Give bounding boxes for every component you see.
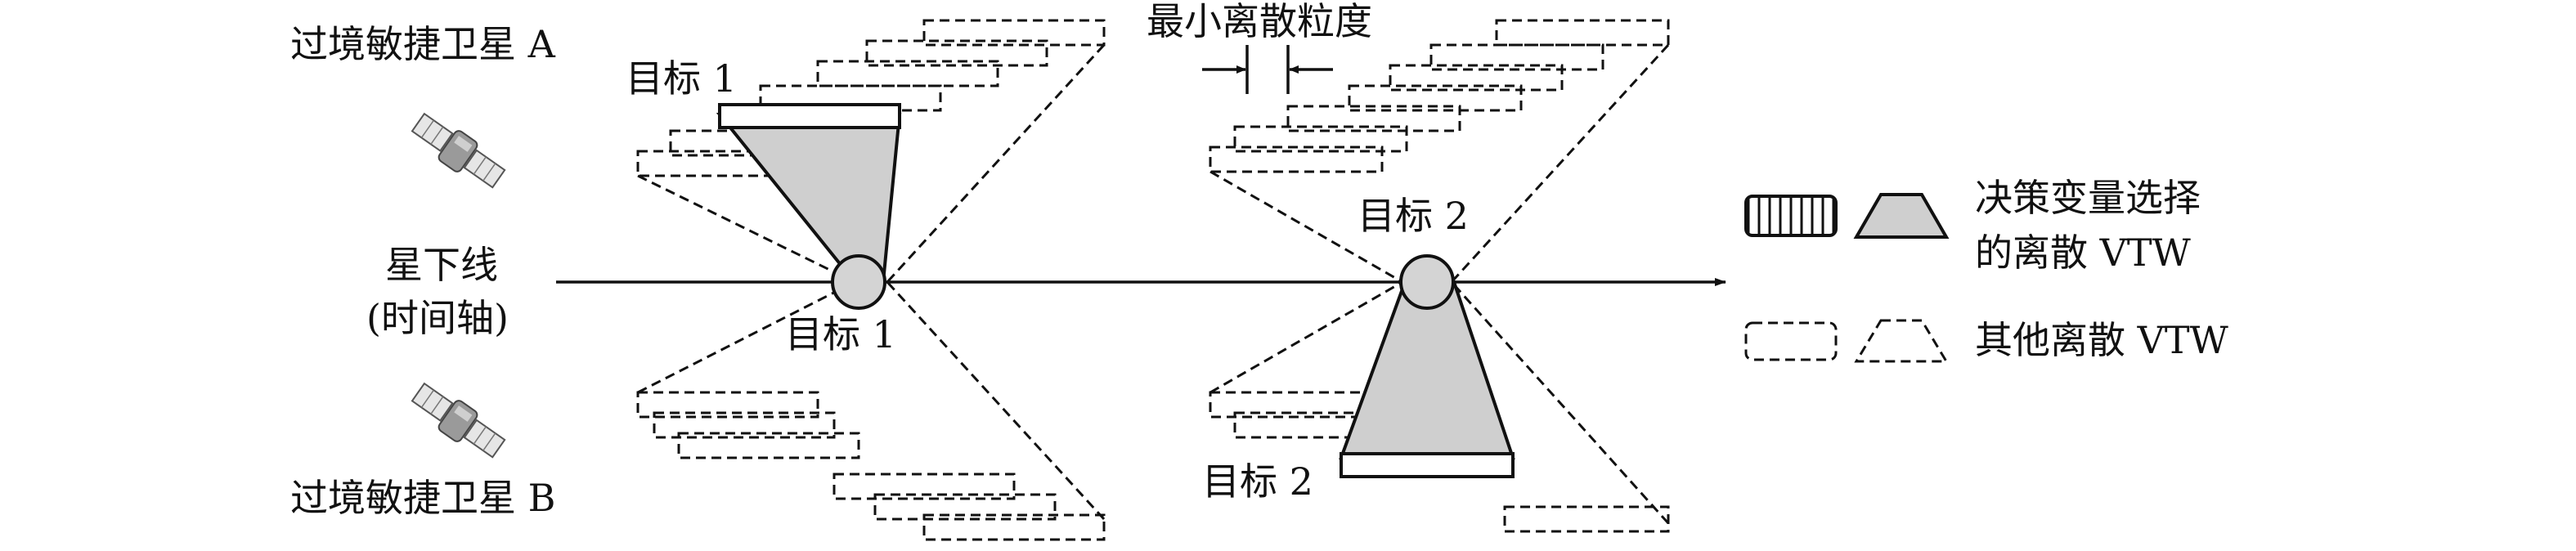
target2-upper-cone-lines	[1209, 43, 1670, 284]
target1-selected-vtw-bar	[718, 103, 901, 129]
dashed-vtw	[1348, 84, 1523, 112]
satellite-a-icon	[411, 112, 506, 189]
target1-axis-label: 目标 1	[785, 312, 896, 356]
granularity-marker	[1202, 45, 1333, 94]
legend-selected-bar-swatch	[1744, 195, 1838, 237]
dashed-vtw	[1495, 19, 1670, 47]
legend-selected-line1: 决策变量选择	[1975, 176, 2201, 220]
target2-upper-windows	[1209, 19, 1670, 173]
satellite-b-label: 过境敏捷卫星 B	[290, 476, 555, 520]
dashed-vtw	[677, 432, 860, 459]
dashed-vtw	[1209, 391, 1384, 419]
axis-label-line2: (时间轴)	[366, 296, 509, 340]
legend: 决策变量选择 的离散 VTW 其他离散 VTW	[1744, 176, 2229, 363]
dashed-vtw	[1233, 125, 1408, 153]
legend-other-cone-swatch	[1854, 319, 1949, 363]
dashed-vtw	[759, 84, 942, 112]
legend-selected-line2: 的离散 VTW	[1975, 231, 2192, 275]
legend-other-label: 其他离散 VTW	[1975, 318, 2229, 362]
dashed-vtw	[636, 391, 819, 419]
target2-lower-windows	[1209, 391, 1670, 533]
dashed-vtw	[1233, 411, 1408, 439]
legend-selected-cone-swatch	[1853, 193, 1950, 239]
dashed-vtw	[816, 60, 999, 87]
target2-lower-cone-lines	[1209, 280, 1670, 525]
satellite-b-icon	[411, 382, 506, 459]
dashed-vtw	[922, 19, 1106, 47]
target1-selected-cone	[716, 113, 902, 284]
target1-lower-cone-lines	[637, 280, 1106, 521]
dashed-vtw	[653, 411, 836, 439]
target1-top-label: 目标 1	[626, 56, 737, 101]
legend-other-bar-swatch	[1744, 321, 1838, 361]
dashed-vtw	[832, 473, 1016, 500]
dashed-vtw	[873, 493, 1057, 521]
target2-point	[1399, 254, 1455, 310]
target1-upper-cone-lines	[637, 43, 1106, 284]
satellite-a-label: 过境敏捷卫星 A	[290, 22, 556, 66]
target1-point	[831, 254, 886, 310]
dashed-vtw	[1389, 64, 1564, 92]
dashed-vtw	[1286, 105, 1461, 132]
target1-lower-windows	[636, 391, 1106, 541]
target2-axis-label: 目标 2	[1358, 194, 1469, 238]
granularity-label: 最小离散粒度	[1147, 0, 1372, 43]
dashed-vtw	[865, 39, 1048, 67]
target2-bottom-label: 目标 2	[1202, 459, 1313, 504]
dashed-vtw	[922, 513, 1106, 541]
axis-label-line1: 星下线	[385, 243, 498, 287]
target2-selected-vtw-bar	[1340, 452, 1515, 478]
dashed-vtw	[1209, 146, 1384, 173]
dashed-vtw	[1503, 505, 1670, 533]
